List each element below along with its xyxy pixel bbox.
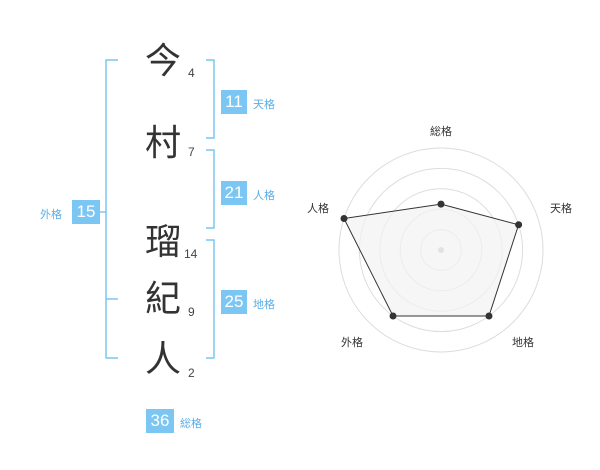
radar-point-gaikaku — [389, 312, 397, 320]
chikaku-label: 地格 — [253, 298, 275, 311]
radar-polygon — [343, 203, 520, 317]
name-char-1: 今 — [144, 41, 181, 82]
name-char-4: 紀 — [144, 279, 181, 320]
jinkaku-value: 21 — [221, 181, 247, 205]
radar-grid-ring — [338, 147, 544, 353]
radar-label-tenkaku: 天格 — [550, 201, 572, 215]
soukaku-label: 総格 — [180, 417, 202, 430]
radar-label-soukaku: 総格 — [430, 124, 452, 138]
radar-point-chikaku — [485, 312, 493, 320]
radar-point-soukaku — [437, 200, 445, 208]
stroke-count-3: 14 — [184, 247, 198, 261]
gaikaku-value: 15 — [72, 200, 100, 224]
soukaku-value: 36 — [146, 409, 174, 433]
radar-point-tenkaku — [515, 221, 523, 229]
name-char-3: 瑠 — [144, 222, 181, 263]
stroke-count-4: 9 — [188, 305, 195, 319]
name-char-2: 村 — [144, 123, 181, 164]
stroke-count-1: 4 — [188, 66, 195, 80]
radar-label-chikaku: 地格 — [512, 335, 534, 349]
radar-label-jinkaku: 人格 — [307, 201, 329, 215]
name-char-5: 人 — [144, 339, 181, 380]
radar-label-gaikaku: 外格 — [341, 335, 363, 349]
radar-point-jinkaku — [340, 214, 348, 222]
tenkaku-value: 11 — [221, 90, 247, 114]
stroke-count-5: 2 — [188, 366, 195, 380]
gaikaku-label: 外格 — [40, 208, 62, 221]
jinkaku-label: 人格 — [253, 189, 275, 202]
stroke-count-2: 7 — [188, 145, 195, 159]
chikaku-value: 25 — [221, 290, 247, 314]
tenkaku-label: 天格 — [253, 98, 275, 111]
